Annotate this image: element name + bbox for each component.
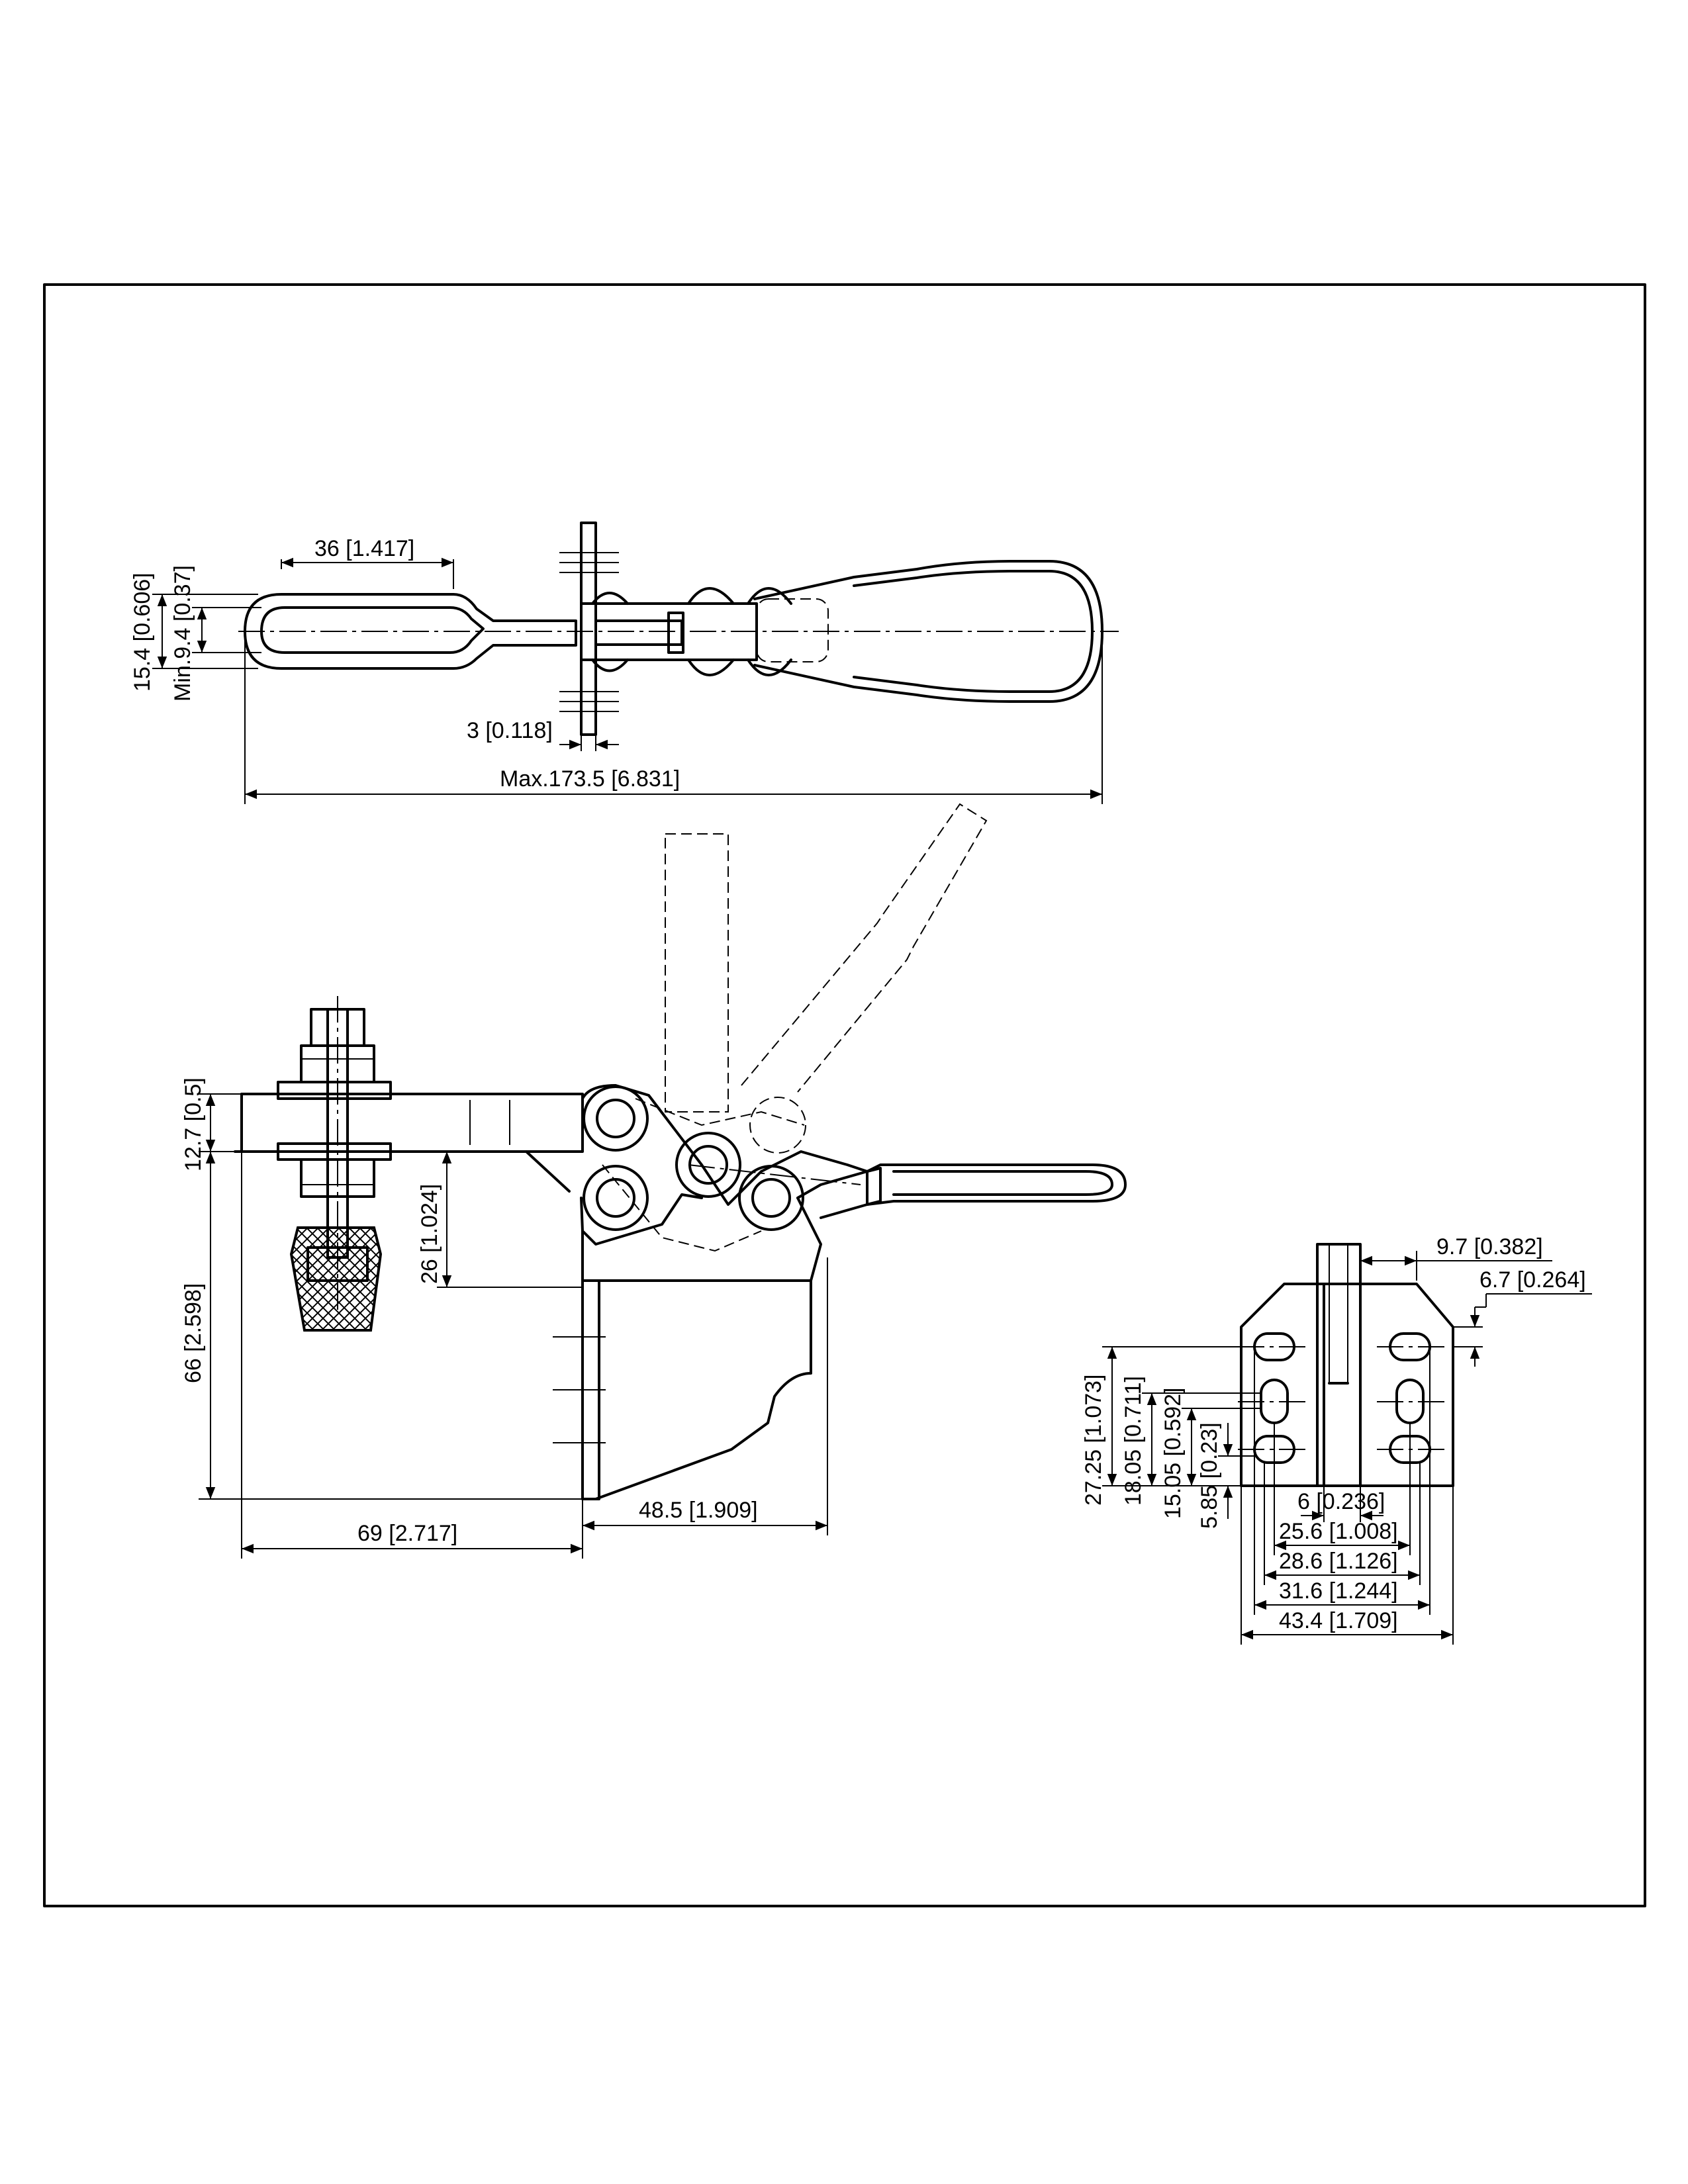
top-view: 36 [1.417] 15.4 [0.606] Min.9.4 [0.37] 3…	[130, 522, 1119, 804]
dim-min-9-4: Min.9.4 [0.37]	[170, 565, 195, 702]
dim-69: 69 [2.717]	[357, 1521, 457, 1546]
base-plate-right	[1359, 1283, 1454, 1487]
dim-66: 66 [2.598]	[181, 1283, 206, 1383]
dim-27-25: 27.25 [1.073]	[1081, 1374, 1106, 1506]
dim-3: 3 [0.118]	[467, 718, 553, 743]
dim-31-6: 31.6 [1.244]	[1279, 1578, 1398, 1604]
dim-9-7: 9.7 [0.382]	[1436, 1234, 1543, 1259]
dim-26: 26 [1.024]	[417, 1184, 442, 1284]
dim-43-4: 43.4 [1.709]	[1279, 1608, 1398, 1633]
dim-6: 6 [0.236]	[1297, 1489, 1385, 1514]
dim-15-05: 15.05 [0.592]	[1160, 1387, 1186, 1519]
dim-12-7: 12.7 [0.5]	[181, 1077, 206, 1171]
side-view: 12.7 [0.5] 26 [1.024] 66 [2.598] 69 [2.7…	[181, 803, 1127, 1559]
dim-28-6: 28.6 [1.126]	[1279, 1549, 1398, 1574]
dim-36: 36 [1.417]	[314, 536, 414, 561]
dim-5-85: 5.85 [0.23]	[1197, 1422, 1222, 1529]
vertical-plate	[580, 522, 597, 736]
dim-15-4: 15.4 [0.606]	[130, 572, 155, 692]
base-body	[581, 1230, 812, 1500]
dim-6-7: 6.7 [0.264]	[1479, 1267, 1586, 1293]
oval-handle-end	[244, 593, 577, 670]
dim-48-5: 48.5 [1.909]	[639, 1498, 758, 1523]
side-handle	[796, 1163, 1127, 1219]
dim-max-173-5: Max.173.5 [6.831]	[500, 766, 680, 792]
drawing-border	[43, 283, 1646, 1907]
base-view: 9.7 [0.382] 6.7 [0.264] 27.25 [1.073] 18…	[1081, 1234, 1592, 1645]
dim-18-05: 18.05 [0.711]	[1121, 1376, 1146, 1506]
dim-25-6: 25.6 [1.008]	[1279, 1519, 1398, 1544]
rubber-tip	[289, 1226, 383, 1332]
